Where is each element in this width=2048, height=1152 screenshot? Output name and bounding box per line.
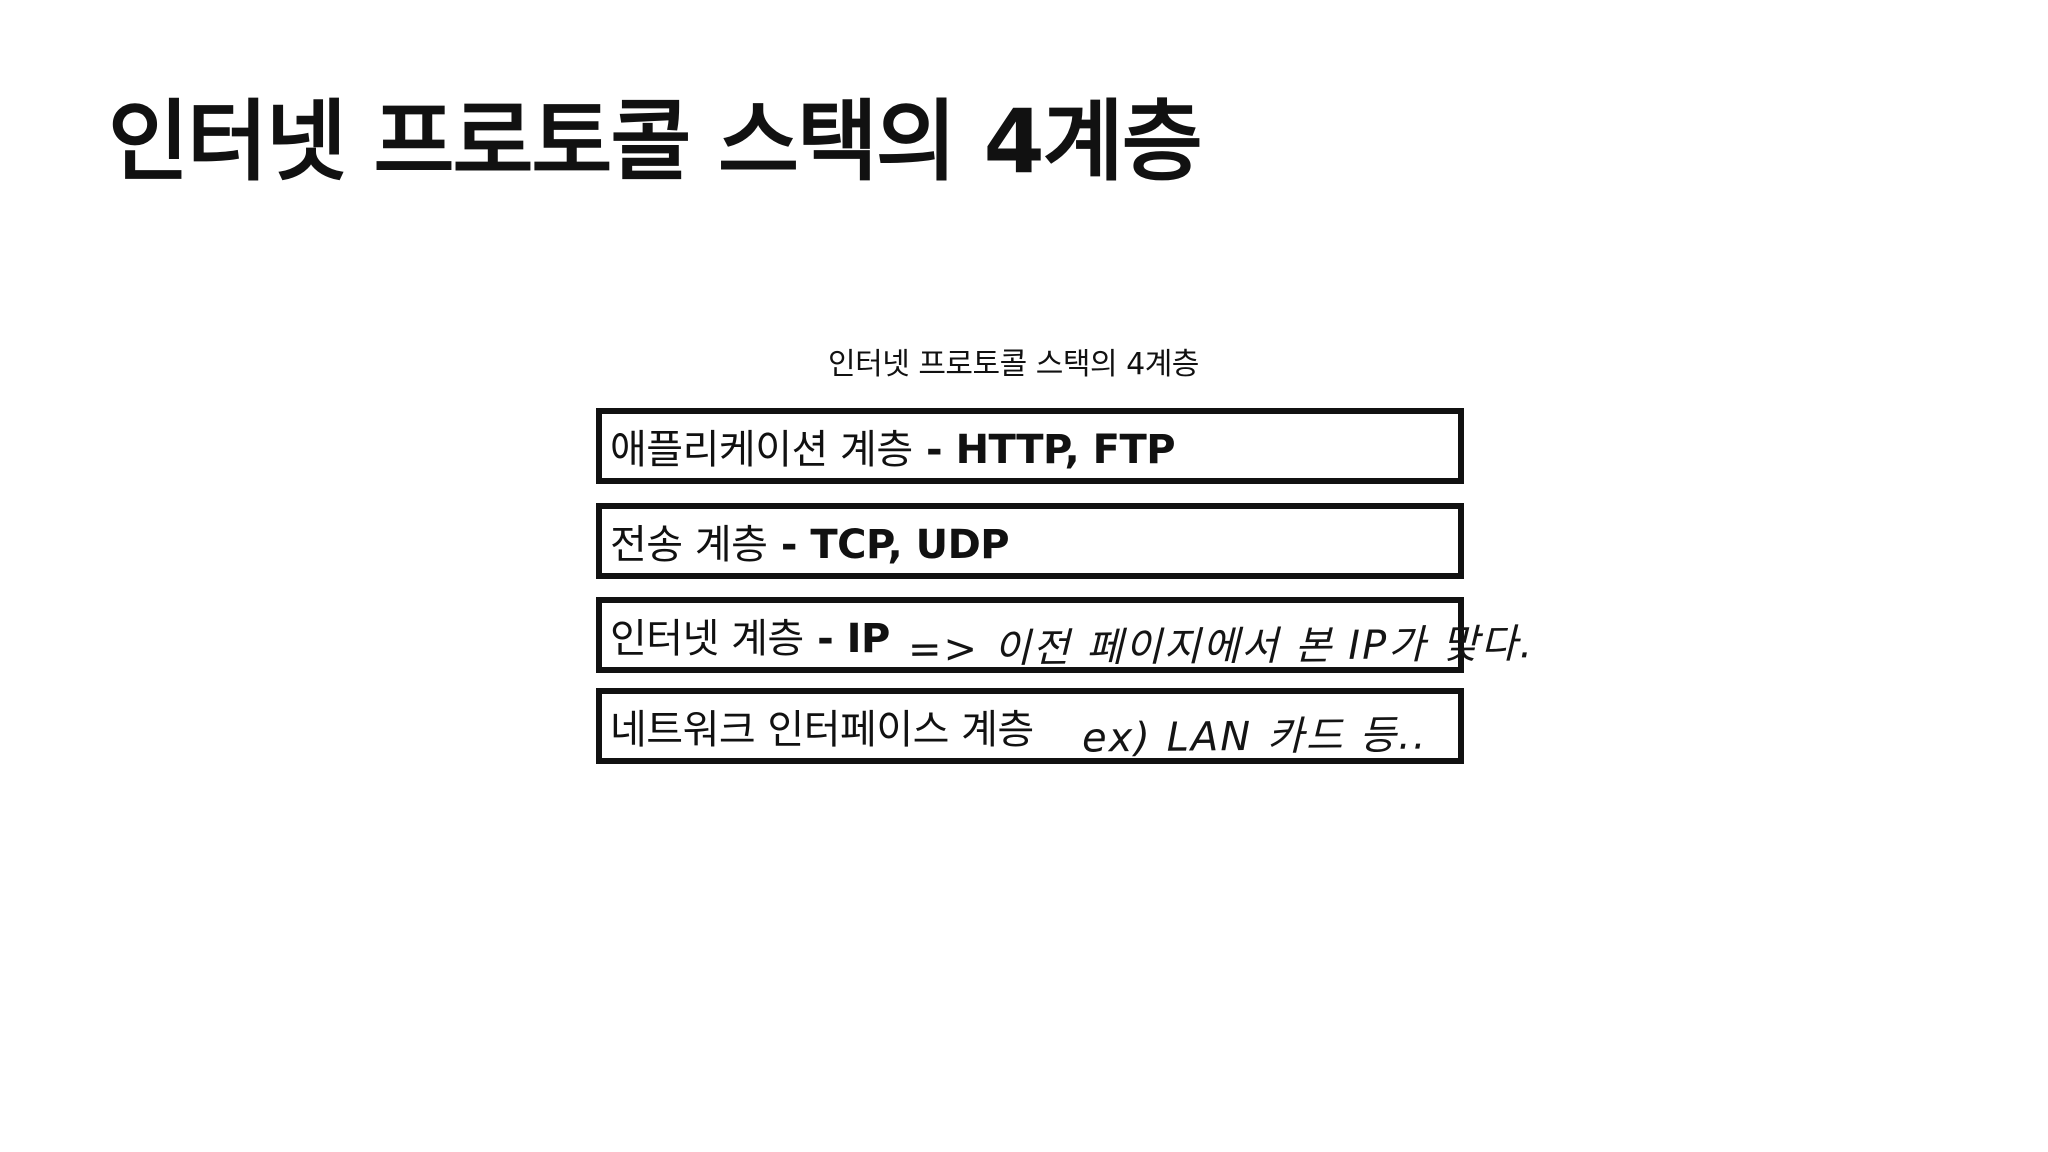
layer-protocols: - HTTP, FTP	[912, 427, 1176, 473]
layer-label-internet: 인터넷 계층 - IP	[610, 606, 890, 664]
slide-title: 인터넷 프로토콜 스택의 4계층	[108, 90, 1203, 193]
layer-box-network-interface: 네트워크 인터페이스 계층	[596, 688, 1464, 764]
layer-protocols: - TCP, UDP	[767, 522, 1010, 568]
handwritten-note-lan: ex) LAN 카드 등..	[1081, 712, 1428, 762]
diagram-caption: 인터넷 프로토콜 스택의 4계층	[828, 347, 1199, 382]
layer-label-transport: 전송 계층 - TCP, UDP	[610, 512, 1010, 570]
layer-box-internet: 인터넷 계층 - IP	[596, 597, 1464, 673]
layer-box-transport: 전송 계층 - TCP, UDP	[596, 503, 1464, 579]
handwritten-note-ip: => 이전 페이지에서 본 IP가 맞다.	[907, 621, 1535, 673]
layer-label-network-interface: 네트워크 인터페이스 계층	[610, 697, 1034, 755]
layer-name: 애플리케이션 계층	[610, 427, 913, 473]
layer-box-application: 애플리케이션 계층 - HTTP, FTP	[596, 408, 1464, 484]
layer-name: 네트워크 인터페이스 계층	[610, 707, 1034, 753]
layer-name: 전송 계층	[610, 522, 768, 568]
layer-name: 인터넷 계층	[610, 616, 804, 662]
layer-protocols: - IP	[803, 616, 890, 662]
layer-label-application: 애플리케이션 계층 - HTTP, FTP	[610, 417, 1176, 475]
